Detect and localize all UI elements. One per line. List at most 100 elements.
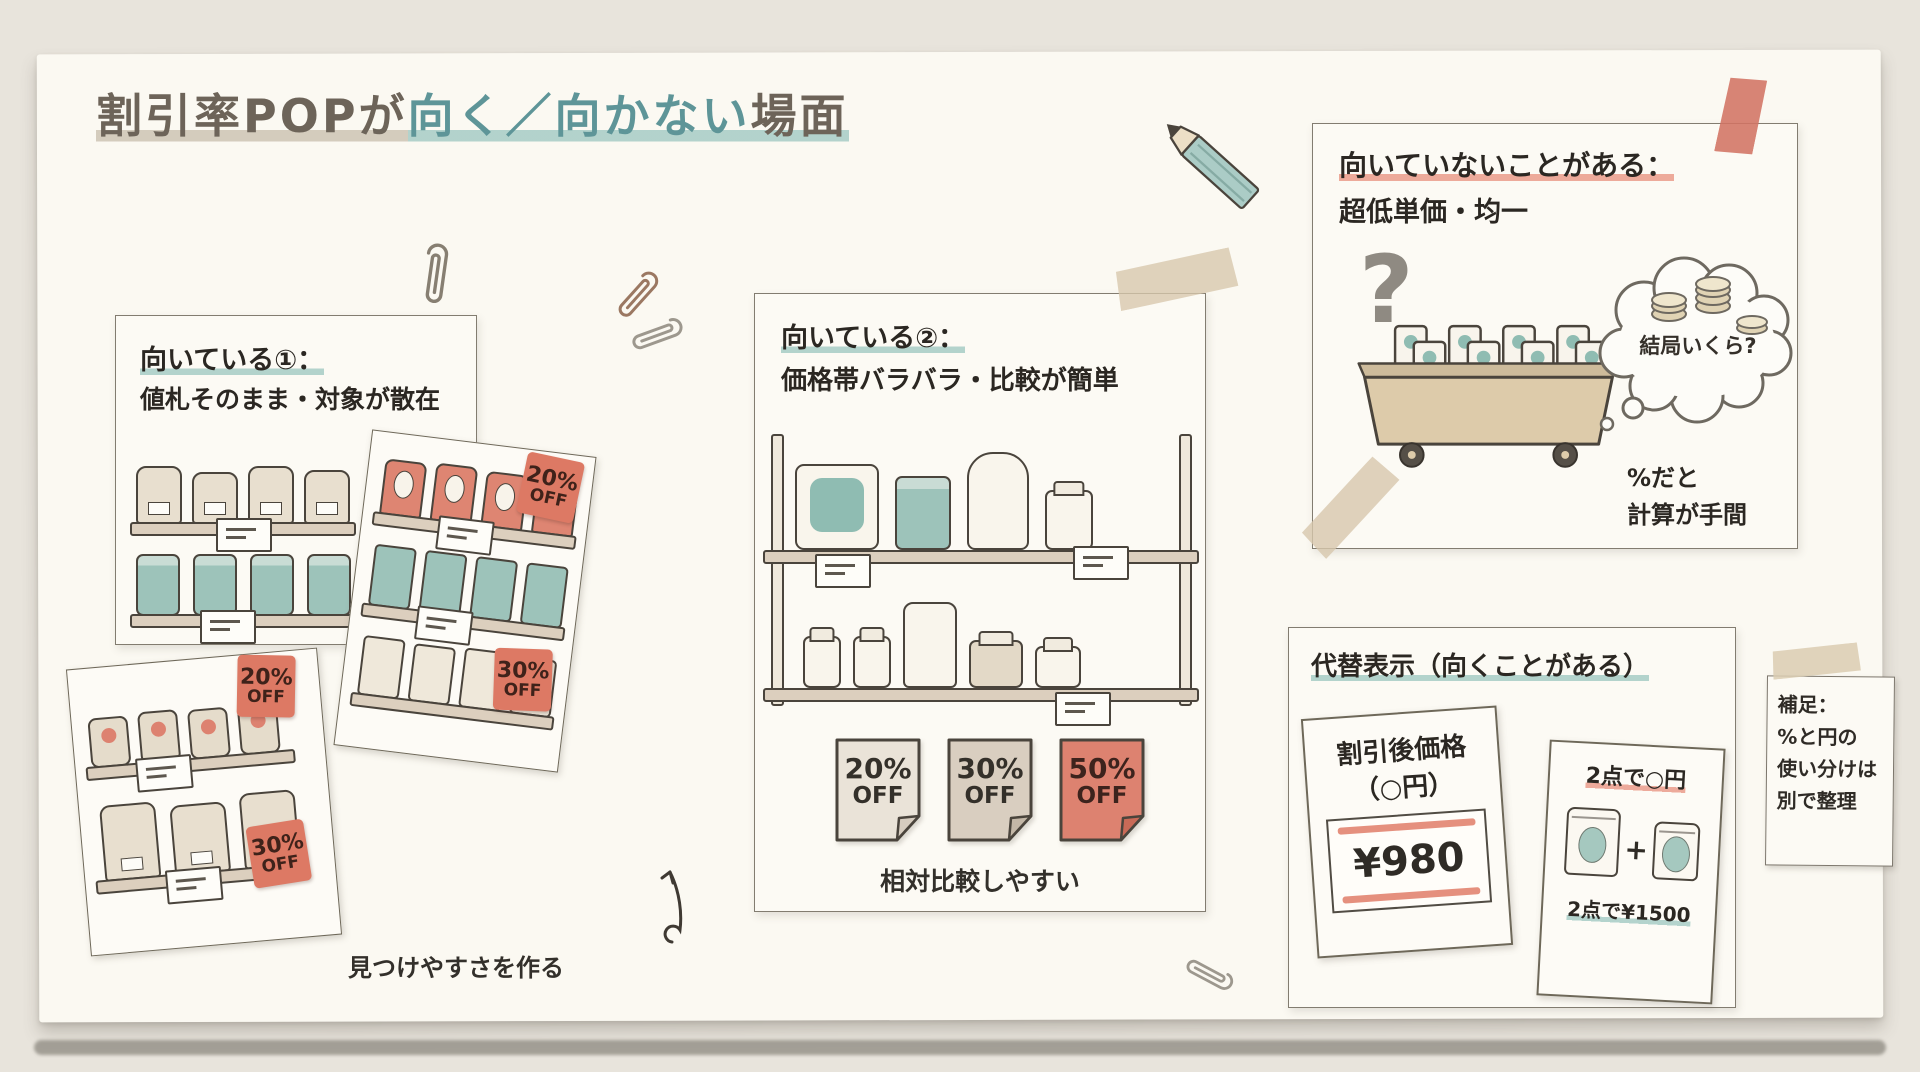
product-can bbox=[250, 554, 294, 616]
discount-badge: 30% OFF bbox=[245, 818, 313, 889]
panel4-heading-text: 代替表示（向くことがある） bbox=[1311, 652, 1650, 682]
panel3-note: %だと 計算が手間 bbox=[1627, 460, 1747, 534]
bundle-bags: + bbox=[1545, 804, 1720, 883]
bundle-card-caption: 2点で¥1500 bbox=[1542, 891, 1715, 929]
product-bag bbox=[98, 801, 162, 882]
shelf-board bbox=[763, 688, 1199, 702]
shelf-row-cans bbox=[136, 554, 351, 616]
jar-label bbox=[810, 478, 864, 532]
product-bag bbox=[1564, 806, 1622, 878]
shelf-card-b: 20% OFF 30% OFF bbox=[65, 647, 343, 957]
shelf-row-bags bbox=[136, 466, 350, 524]
sticky-line-2: %と円の bbox=[1777, 724, 1858, 750]
price-tag-label bbox=[1073, 546, 1129, 580]
panel-suitable-2: 向いている②： 価格帯バラバラ・比較が簡単 bbox=[754, 293, 1206, 912]
discount-tag-paper: 30% OFF bbox=[945, 736, 1035, 844]
tag-percent: 50% bbox=[1068, 752, 1136, 785]
price-card: 割引後価格 （○円） ¥980 bbox=[1300, 705, 1514, 959]
tag-off: OFF bbox=[852, 783, 904, 810]
shelf-post-right bbox=[1179, 434, 1192, 706]
discount-tag-paper: 50% OFF bbox=[1057, 736, 1147, 844]
badge-off: OFF bbox=[503, 679, 542, 701]
paperclip-icon bbox=[1172, 944, 1250, 1004]
sticky-line-1: 補足： bbox=[1777, 692, 1838, 718]
plus-sign: + bbox=[1623, 832, 1649, 867]
thought-bubble-text: 結局いくら? bbox=[1639, 334, 1757, 358]
bundle-title-text: 2点で○円 bbox=[1585, 763, 1687, 794]
bargain-cart-illustration bbox=[1341, 320, 1636, 468]
discount-tag-text: 30% OFF bbox=[945, 736, 1035, 844]
panel3-heading: 向いていないことがある： bbox=[1339, 144, 1675, 184]
pencil-icon bbox=[1154, 110, 1266, 216]
product-bag bbox=[1651, 821, 1701, 882]
badge-off: OFF bbox=[246, 686, 285, 708]
price-tag-label bbox=[164, 865, 224, 905]
product-can bbox=[895, 476, 951, 550]
product-bag bbox=[136, 466, 182, 524]
panel2-heading-text: 向いている②： bbox=[781, 323, 966, 354]
product-pack bbox=[378, 458, 428, 519]
curved-arrow-icon bbox=[652, 862, 696, 948]
panel1-heading-text: 向いている①： bbox=[140, 345, 325, 376]
product-carton bbox=[356, 634, 406, 700]
price-box: ¥980 bbox=[1325, 808, 1493, 914]
discount-tag-row: 20% OFF 30% OFF bbox=[833, 736, 1147, 844]
paperclip-icon bbox=[617, 305, 699, 361]
paperclip-icon bbox=[601, 254, 676, 332]
product-pack bbox=[429, 462, 479, 526]
sticky-note: 補足： %と円の 使い分けは 別で整理 bbox=[1765, 675, 1895, 867]
bundle-card-title: 2点で○円 bbox=[1549, 756, 1722, 797]
product-bag bbox=[192, 472, 238, 524]
shelf-row-jars-bottom bbox=[803, 598, 1081, 688]
bundle-caption-text: 2点で¥1500 bbox=[1566, 896, 1692, 928]
discount-badge: 20% OFF bbox=[236, 654, 296, 718]
paper-bottom-shadow bbox=[34, 1040, 1886, 1055]
product-jar bbox=[853, 636, 891, 688]
panel1-subheading: 値札そのまま・対象が散在 bbox=[140, 385, 441, 414]
panel3-subheading: 超低単価・均一 bbox=[1339, 197, 1528, 228]
badge-percent: 20% bbox=[239, 664, 293, 691]
title-highlight: 向く／向かない bbox=[407, 89, 751, 143]
discount-tag-text: 20% OFF bbox=[833, 736, 923, 844]
paperclip-icon bbox=[411, 226, 459, 318]
panel1-heading: 向いている①： bbox=[140, 338, 325, 377]
price-tag-label bbox=[815, 554, 871, 588]
title-prefix: 割引率POPが bbox=[96, 89, 408, 143]
panel4-heading: 代替表示（向くことがある） bbox=[1311, 646, 1650, 683]
product-tall-jar bbox=[903, 602, 957, 688]
panel-alternative: 代替表示（向くことがある） 割引後価格 （○円） ¥980 2点で○円 + 2点… bbox=[1288, 627, 1736, 1008]
shelf-post-left bbox=[771, 434, 784, 706]
product-can bbox=[136, 554, 180, 616]
price-tag-label bbox=[435, 515, 495, 556]
price-box-accent-bottom bbox=[1342, 887, 1481, 904]
product-pouch bbox=[967, 452, 1029, 550]
product-carton bbox=[519, 562, 569, 629]
panel2-caption: 相対比較しやすい bbox=[880, 867, 1080, 896]
shelf-card-a: 20% OFF 30% OFF bbox=[333, 429, 597, 773]
sticky-line-3: 使い分けは bbox=[1776, 756, 1878, 782]
product-bag bbox=[304, 470, 350, 524]
product-jar bbox=[1035, 646, 1081, 688]
tag-off: OFF bbox=[964, 783, 1016, 810]
thought-bubble-illustration bbox=[1589, 248, 1804, 433]
product-jar bbox=[1045, 490, 1093, 550]
shelf-row-jars-top bbox=[795, 442, 1093, 550]
page-title: 割引率POPが向く／向かない場面 bbox=[96, 80, 849, 146]
price-tag-label bbox=[216, 518, 272, 552]
price-tag-label bbox=[1055, 692, 1111, 726]
panel2-subheading: 価格帯バラバラ・比較が簡単 bbox=[781, 366, 1119, 396]
panel2-heading: 向いている②： bbox=[781, 316, 966, 355]
price-value: ¥980 bbox=[1351, 834, 1467, 888]
tag-off: OFF bbox=[1076, 783, 1128, 810]
price-tag-label bbox=[134, 753, 194, 793]
price-box-accent-top bbox=[1337, 818, 1476, 835]
sticky-line-4: 別で整理 bbox=[1776, 788, 1857, 814]
product-can bbox=[193, 554, 237, 616]
product-jar bbox=[969, 640, 1023, 688]
product-carton bbox=[407, 643, 457, 706]
product-carton bbox=[469, 556, 519, 623]
product-can bbox=[307, 554, 351, 616]
product-pack bbox=[186, 706, 232, 760]
note-line-1: %だと bbox=[1627, 464, 1700, 492]
panel3-heading-text: 向いていないことがある： bbox=[1339, 149, 1675, 182]
